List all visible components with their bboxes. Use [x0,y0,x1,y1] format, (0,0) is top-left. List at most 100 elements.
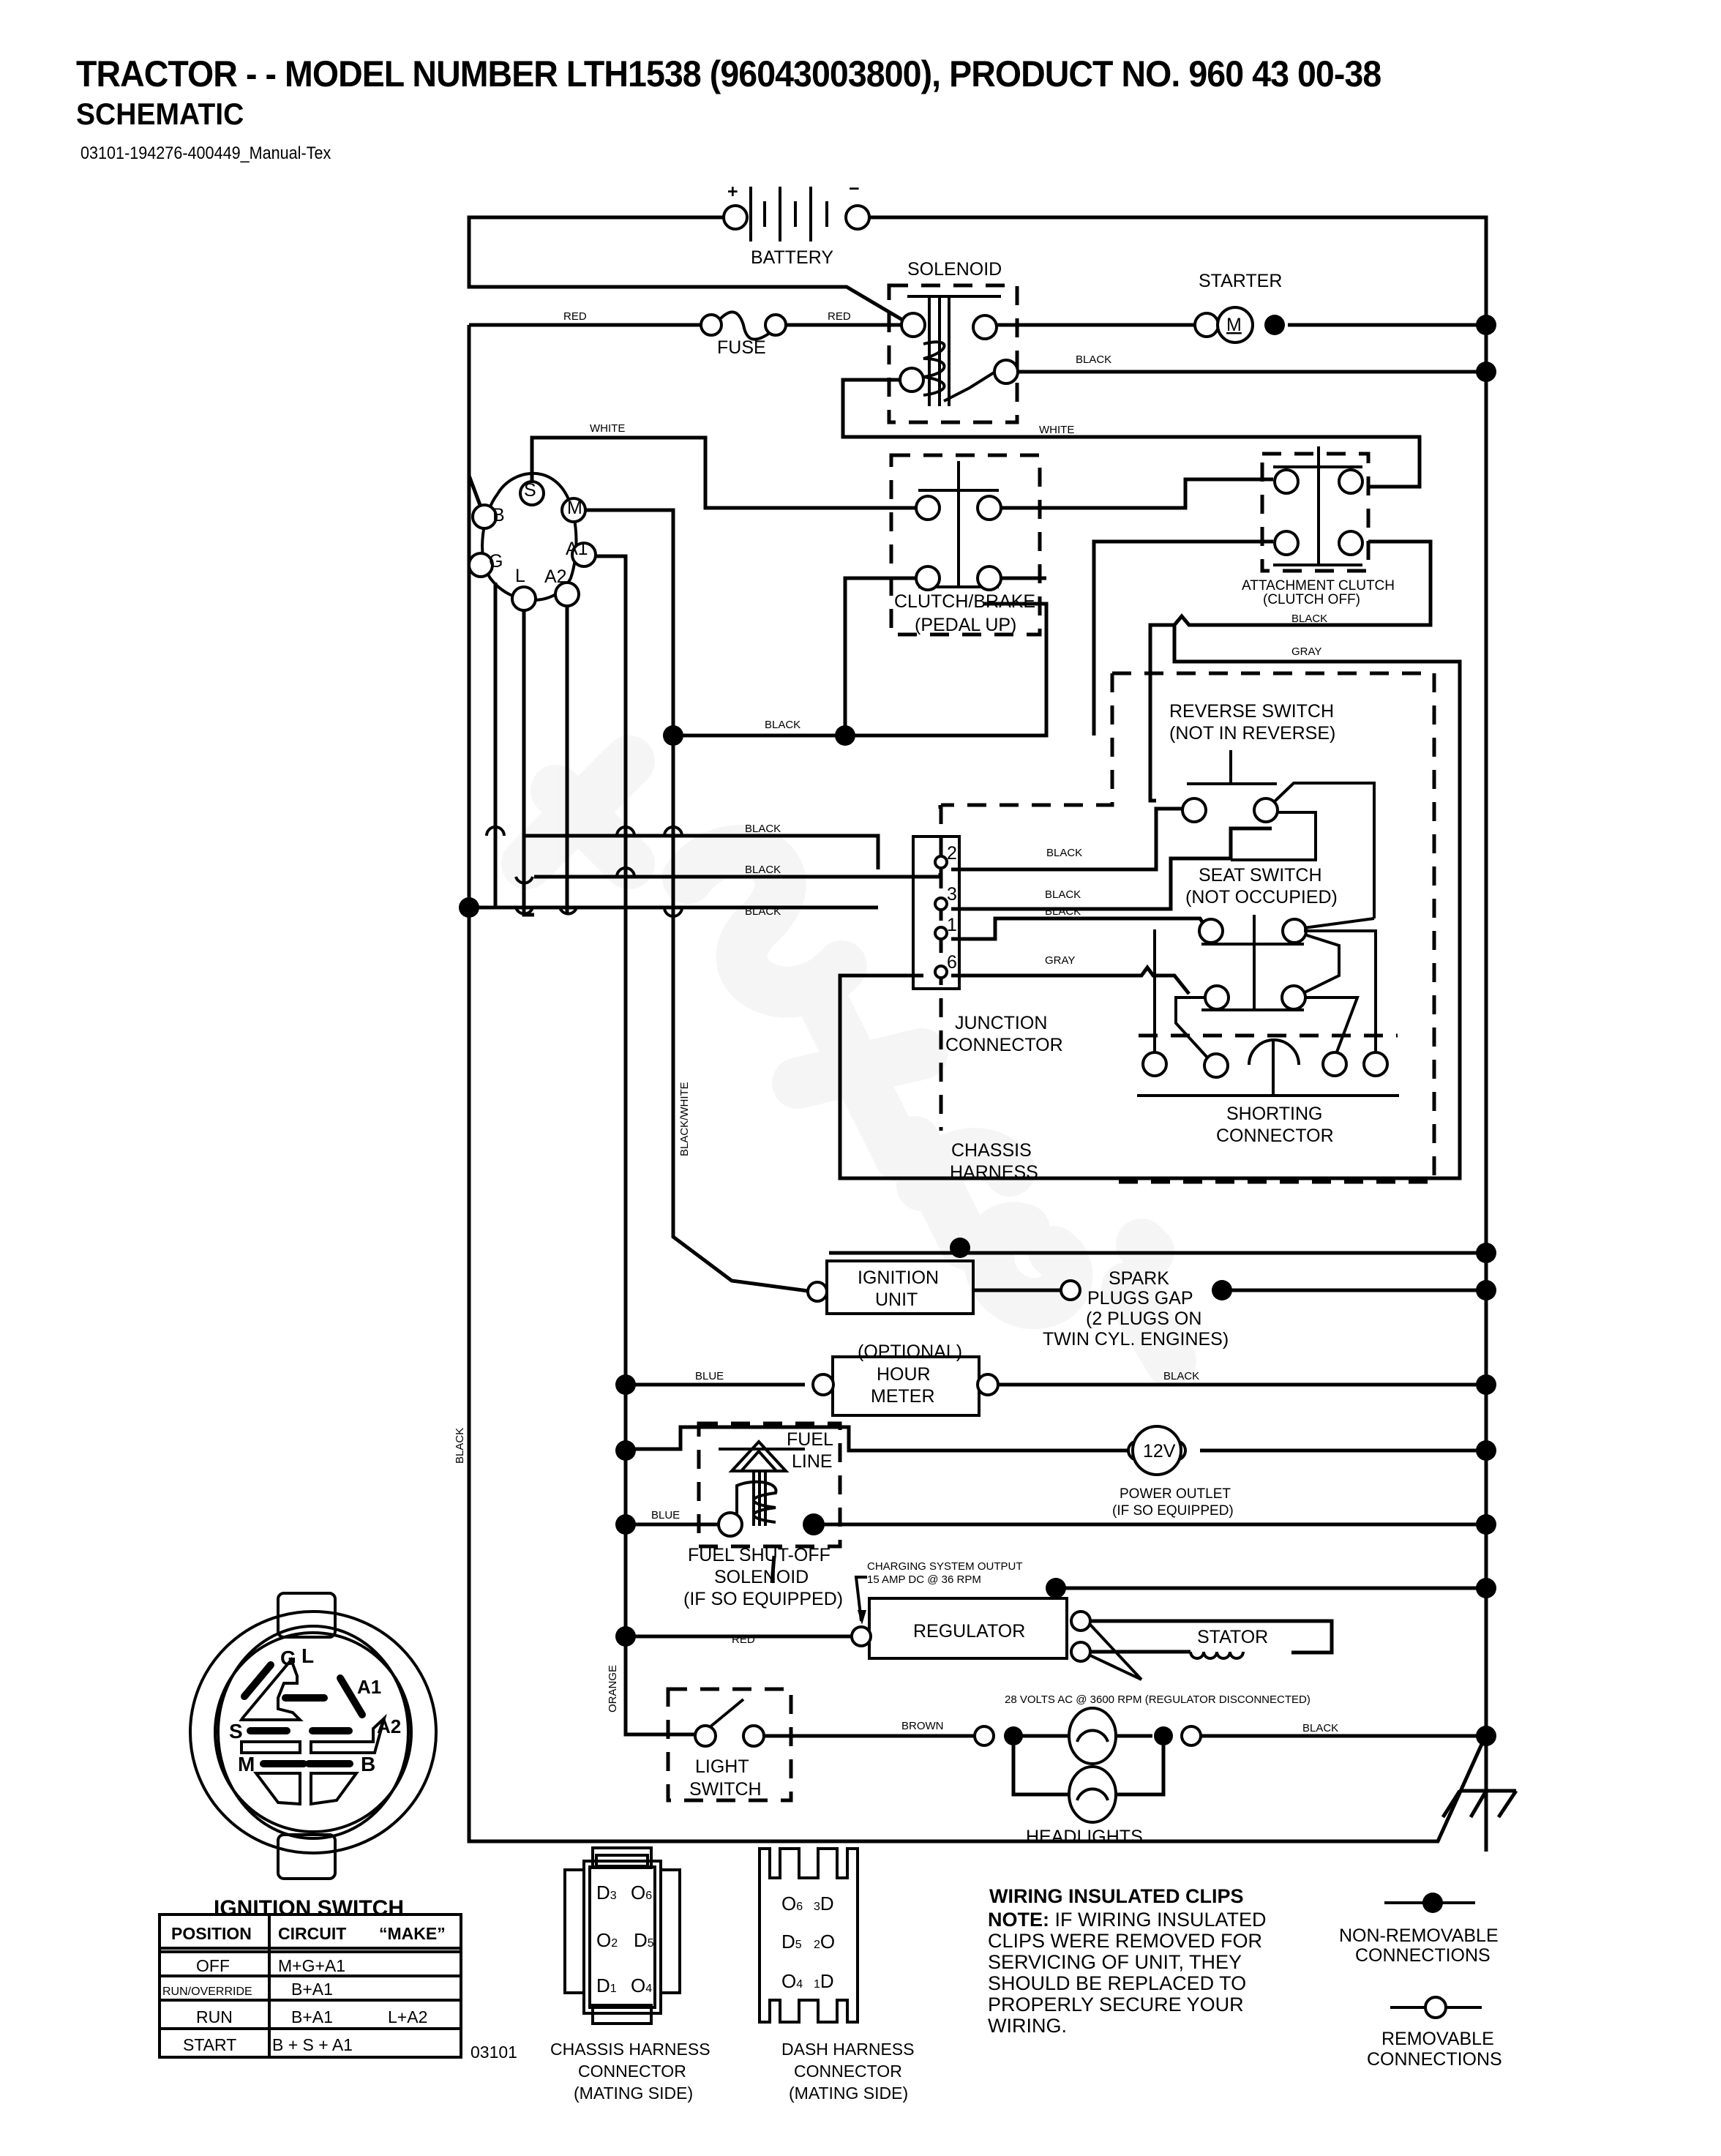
junction-pin-label: 2 [947,843,957,864]
terminal-g-label: G [489,551,503,572]
connection-legend: NON-REMOVABLE CONNECTIONS REMOVABLE CONN… [1339,1893,1502,2070]
wire-label-red: RED [732,1633,755,1646]
fuse-label: FUSE [717,337,766,358]
face-label-a2: A2 [377,1715,401,1737]
fuel-solenoid-note: (IF SO EQUIPPED) [683,1589,843,1609]
legend-non-removable-sub: CONNECTIONS [1355,1945,1491,1966]
chassis-pin-label: O6 [631,1882,652,1904]
fuel-solenoid-label: FUEL SHUT-OFF [688,1545,830,1565]
dash-connector-sublabel: CONNECTOR [794,2062,902,2081]
main-wiring [467,215,1518,1852]
dash-pin-label: O4 [781,1970,803,1992]
reverse-switch-sublabel: (NOT IN REVERSE) [1169,723,1335,744]
chassis-pin-label: O2 [596,1929,618,1951]
table-cell-circuit: B+A1 [291,1980,333,1999]
dash-pin-label: 1D [814,1970,834,1992]
charging-output-label: CHARGING SYSTEM OUTPUT [867,1560,1023,1573]
chassis-connector-note: (MATING SIDE) [574,2084,693,2103]
chassis-pin-label: D5 [634,1929,654,1951]
seat-switch-sublabel: (NOT OCCUPIED) [1185,887,1338,907]
shorting-connector-label: SHORTING [1226,1104,1323,1124]
dash-connector-note: (MATING SIDE) [789,2084,908,2103]
face-label-g: G [280,1647,296,1669]
battery-plus-icon: + [727,181,738,202]
table-header-position: POSITION [171,1924,252,1943]
junction-pin-label: 3 [947,884,957,905]
drawing-ref: 03101 [470,2043,517,2062]
wiring-clips-note: WIRING INSULATED CLIPS NOTE: IF WIRING I… [988,1885,1267,2037]
wire-label-black: BLACK [1291,613,1327,625]
table-header-make: “MAKE” [379,1924,446,1943]
wire-label-black: BLACK [765,719,800,731]
stator-note: 28 VOLTS AC @ 3600 RPM (REGULATOR DISCON… [1005,1693,1311,1706]
junction-connector: 2 3 1 6 JUNCTION CONNECTOR CHASSIS HARNE… [678,823,1082,1183]
terminal-b-label: B [492,505,505,525]
table-cell-circuit: B+A1 [291,2007,333,2026]
chassis-connector-label: CHASSIS HARNESS [550,2040,710,2059]
wire-label-black: BLACK [454,1428,466,1464]
regulator-label: REGULATOR [913,1621,1025,1642]
chassis-harness-sublabel: HARNESS [950,1162,1038,1183]
splice-dot [459,897,479,918]
fuel-solenoid-sublabel: SOLENOID [714,1567,809,1587]
power-outlet: 12V POWER OUTLET (IF SO EQUIPPED) [1112,1425,1234,1519]
wire-label-gray: GRAY [1045,954,1075,967]
chassis-harness-boundary [938,671,1436,1184]
wire-label-black: BLACK [1302,1722,1338,1734]
dash-pin-label: 2O [814,1931,835,1953]
right-rail-connections [1476,315,1496,1746]
wire-label-brown: BROWN [901,1720,944,1732]
shorting-connector-sublabel: CONNECTOR [1216,1126,1334,1146]
table-cell-position: OFF [196,1956,230,1975]
wire-label-black: BLACK [745,905,781,918]
headlights-label: HEADLIGHTS [1026,1827,1143,1847]
reverse-switch-label: REVERSE SWITCH [1169,701,1334,722]
optional-label: (OPTIONAL) [858,1341,962,1362]
face-label-s: S [229,1720,243,1743]
ignition-switch-title: IGNITION SWITCH [214,1896,404,1920]
page-subtitle: SCHEMATIC [76,97,244,131]
table-header-circuit: CIRCUIT [278,1924,346,1943]
spark-plug-note: TWIN CYL. ENGINES) [1043,1329,1229,1350]
hour-meter: (OPTIONAL) HOUR METER BLUE BLACK [615,1341,1199,1417]
wire-label-black: BLACK [1163,1370,1199,1382]
fuse: FUSE RED RED [563,310,851,358]
starter-motor: M STARTER BLACK [1076,271,1285,366]
wire-label-gray: GRAY [1291,645,1321,658]
terminal-l-label: L [515,566,525,586]
note-line: WIRING. [988,2015,1067,2037]
light-switch-sublabel: SWITCH [689,1779,762,1800]
stator-label: STATOR [1197,1627,1268,1647]
legend-removable-sub: CONNECTIONS [1367,2049,1502,2070]
junction-connector-label: JUNCTION [955,1013,1047,1033]
non-removable-connection-icon [1422,1893,1443,1913]
wire-label-black: BLACK [1046,847,1082,859]
dash-harness-connector: O6 3D D5 2O O4 1D DASH HARNESS CONNECTOR… [758,1847,914,2103]
legend-removable: REMOVABLE [1381,2029,1494,2049]
face-label-b: B [361,1753,375,1775]
wire-label-blue: BLUE [695,1370,724,1382]
attachment-clutch-switch: ATTACHMENT CLUTCH (CLUTCH OFF) BLACK GRA… [1242,446,1395,658]
splice-dot [835,725,855,746]
face-label-l: L [301,1644,314,1667]
dash-connector-label: DASH HARNESS [781,2040,914,2059]
attachment-clutch-label: ATTACHMENT CLUTCH [1242,578,1395,594]
table-cell-circuit: B + S + A1 [272,2035,353,2054]
chassis-connector-sublabel: CONNECTOR [578,2062,686,2081]
regulator: CHARGING SYSTEM OUTPUT 15 AMP DC @ 36 RP… [607,1560,1311,1713]
terminal-s-label: S [524,480,536,501]
ignition-unit-sublabel: UNIT [875,1290,918,1310]
spark-plug-note: (2 PLUGS ON [1086,1309,1201,1329]
legend-non-removable: NON-REMOVABLE [1339,1925,1499,1946]
junction-pin-label: 6 [947,952,957,973]
wire-label-white: WHITE [590,422,625,435]
ignition-unit: IGNITION UNIT SPARK PLUGS GAP (2 PLUGS O… [806,1238,1232,1350]
table-cell-circuit: M+G+A1 [278,1956,345,1975]
fuel-line-sublabel: LINE [792,1451,833,1472]
wire-label-orange: ORANGE [607,1665,619,1713]
spark-plug-label: SPARK [1109,1268,1169,1289]
table-cell-position: RUN/OVERRIDE [162,1985,252,1998]
wire-label-black: BLACK [1045,905,1081,918]
watermark-logo [501,735,1196,1387]
battery-minus-icon: − [849,179,860,199]
